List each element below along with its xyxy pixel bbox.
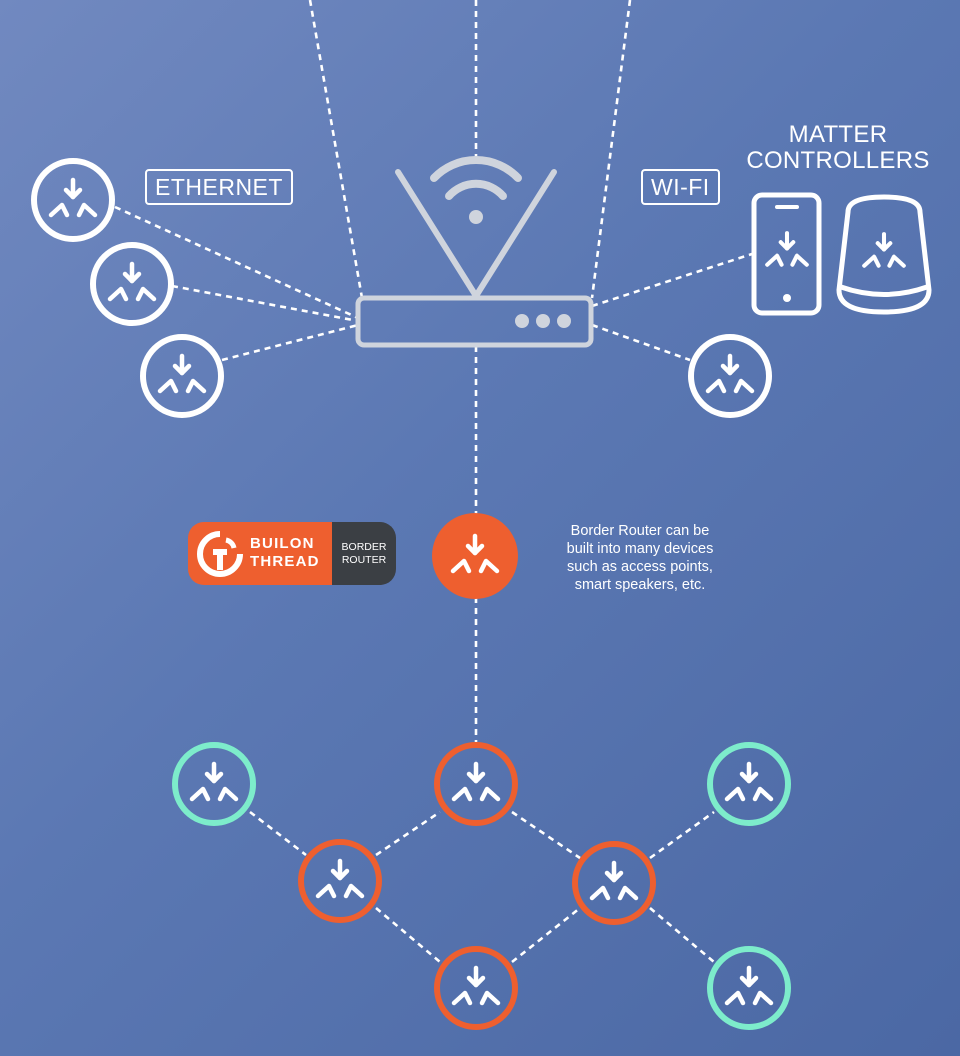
phone-icon: [751, 192, 822, 316]
matter-controllers-title: MATTER CONTROLLERS: [738, 122, 938, 174]
note-line2: built into many devices: [566, 541, 714, 557]
logo-brand-text: BUILON THREAD: [250, 535, 320, 571]
router-antennas: [395, 169, 557, 299]
ethernet-label: ETHERNET: [145, 169, 293, 205]
builon-thread-border-router-logo: BUILON THREAD BORDER ROUTER: [188, 522, 396, 585]
border-router-node: [432, 513, 518, 599]
matter-icon: [160, 356, 204, 391]
ethernet-device-1: [31, 158, 115, 242]
note-line4: smart speakers, etc.: [574, 577, 706, 593]
builon-logo-icon: [197, 531, 243, 577]
connection-lines: [114, 0, 753, 964]
note-line3: such as access points,: [567, 559, 713, 575]
note-line1: Border Router can be: [570, 523, 710, 539]
ethernet-device-3: [140, 334, 224, 418]
matter-icon: [454, 968, 498, 1003]
matter-icon: [51, 180, 95, 215]
controllers-title-line1: MATTER: [788, 121, 888, 148]
wifi-device: [688, 334, 772, 418]
thread-end-device-3: [707, 946, 791, 1030]
matter-icon: [192, 764, 236, 799]
matter-icon: [454, 764, 498, 799]
wifi-router: [355, 295, 594, 348]
matter-icon: [708, 356, 752, 391]
thread-end-device-2: [707, 742, 791, 826]
thread-end-device-1: [172, 742, 256, 826]
wifi-signal-icon: [430, 156, 522, 200]
matter-icon: [318, 861, 362, 896]
matter-icon: [727, 764, 771, 799]
controllers-title-line2: CONTROLLERS: [746, 147, 930, 174]
thread-router-3: [572, 841, 656, 925]
logo-brand-line1: BUILON: [250, 535, 315, 552]
thread-router-4: [434, 946, 518, 1030]
matter-icon: [592, 863, 636, 898]
logo-tag: BORDER ROUTER: [332, 522, 396, 585]
wifi-dot: [469, 210, 483, 224]
ethernet-device-2: [90, 242, 174, 326]
logo-brand-line2: THREAD: [250, 553, 320, 570]
thread-router-1: [434, 742, 518, 826]
thread-router-2: [298, 839, 382, 923]
border-router-note: Border Router can be built into many dev…: [540, 522, 740, 594]
smart-speaker-icon: [836, 194, 932, 315]
logo-tag-line2: ROUTER: [341, 553, 387, 566]
wifi-label: WI-FI: [641, 169, 720, 205]
matter-icon: [110, 264, 154, 299]
matter-icon: [727, 968, 771, 1003]
logo-tag-line1: BORDER: [341, 540, 387, 553]
